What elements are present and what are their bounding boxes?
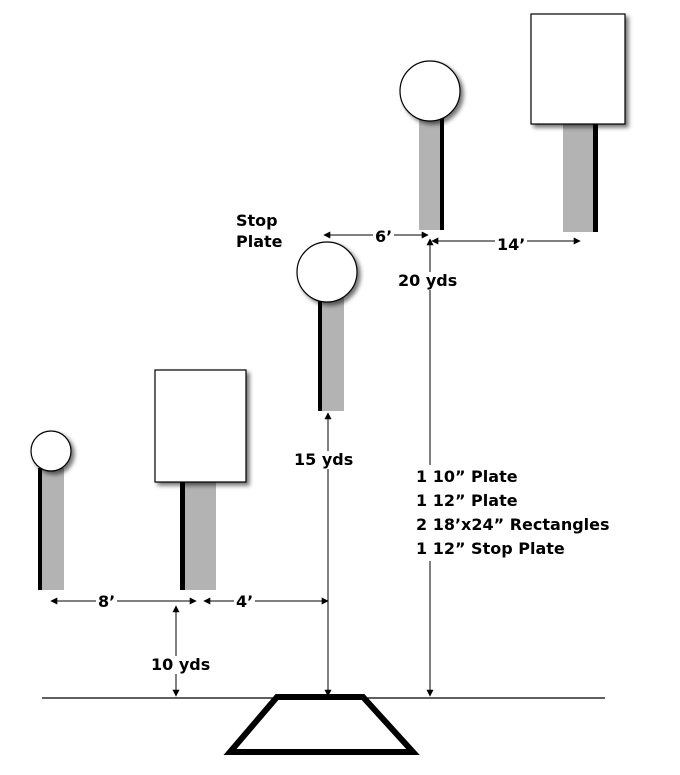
dim-label-8ft: 8’ [96,592,118,611]
target-list-item: 1 12” Stop Plate [416,539,565,558]
plate-12in-far [399,60,461,230]
target-list-item: 1 10” Plate [416,467,518,486]
target-list: 1 10” Plate 1 12” Plate 2 18’x24” Rectan… [414,465,612,561]
dim-label-10yds: 10 yds [149,655,213,674]
dim-label-20yds: 20 yds [396,271,460,290]
stop-plate-label: Stop Plate [236,211,283,251]
shooting-box [223,694,420,755]
target-list-item: 2 18’x24” Rectangles [416,515,610,534]
plate-10in-near [30,430,72,590]
dim-label-14ft: 14’ [495,235,528,254]
dim-label-4ft: 4’ [234,592,256,611]
rectangle-target-far [530,13,626,232]
dim-label-6ft: 6’ [373,227,395,246]
rectangle-target-near [154,369,247,590]
target-list-item: 1 12” Plate [416,491,518,510]
dim-label-15yds: 15 yds [292,450,356,469]
stop-plate-target [296,241,358,411]
